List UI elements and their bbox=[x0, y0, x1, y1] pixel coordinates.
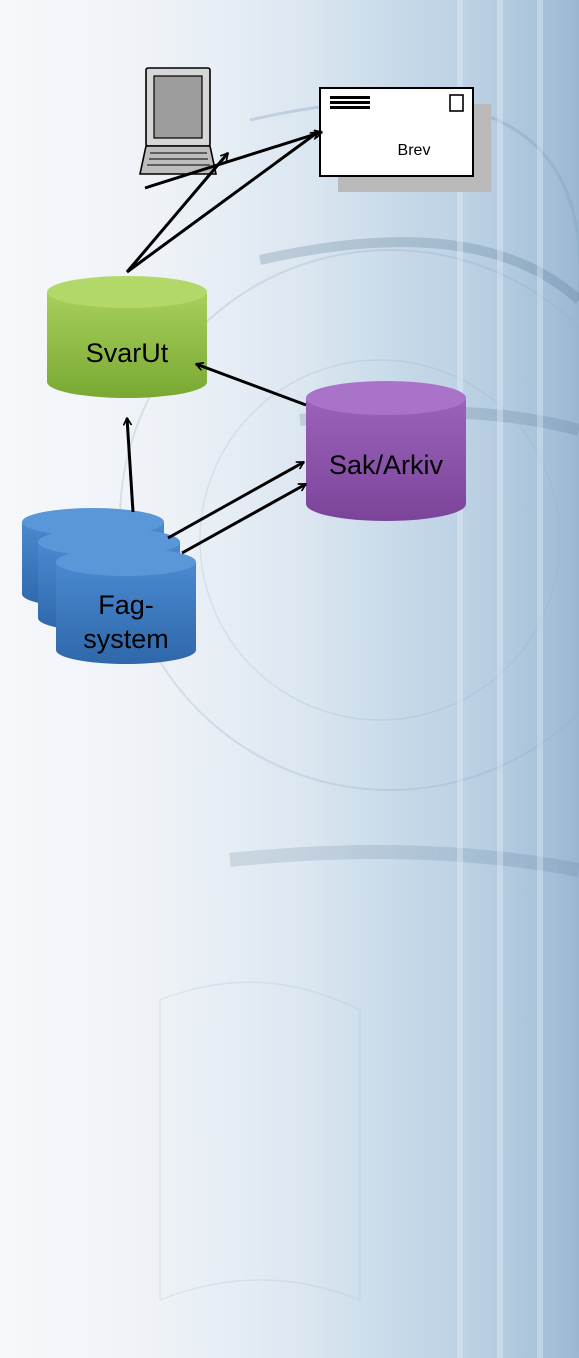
background-decoration bbox=[119, 0, 579, 1358]
arrows bbox=[125, 130, 322, 555]
arrow-fagsystem-to-sakarkiv-1 bbox=[167, 460, 304, 540]
laptop-icon bbox=[139, 67, 217, 175]
fagsystem-cylinder-front bbox=[56, 548, 196, 664]
sakarkiv-label: Sak/Arkiv bbox=[329, 450, 444, 480]
brev-label: Brev bbox=[398, 142, 431, 159]
arrow-fagsystem-to-svarut bbox=[127, 418, 135, 513]
fagsystem-database-stack: Fag- system bbox=[22, 508, 196, 664]
arrow-svarut-to-letter bbox=[126, 130, 319, 274]
sakarkiv-database: Sak/Arkiv bbox=[306, 381, 466, 521]
svarut-database: SvarUt bbox=[47, 276, 207, 398]
envelope-icon: Brev bbox=[319, 87, 491, 192]
arrow-laptop-to-letter bbox=[144, 132, 322, 190]
fagsystem-label-line2: system bbox=[83, 624, 169, 654]
fagsystem-label-line1: Fag- bbox=[98, 590, 154, 620]
arrow-sakarkiv-to-svarut bbox=[196, 364, 307, 407]
arrow-fagsystem-to-sakarkiv-2 bbox=[181, 482, 306, 555]
svarut-label: SvarUt bbox=[86, 338, 169, 368]
arrow-svarut-to-laptop bbox=[125, 152, 230, 273]
